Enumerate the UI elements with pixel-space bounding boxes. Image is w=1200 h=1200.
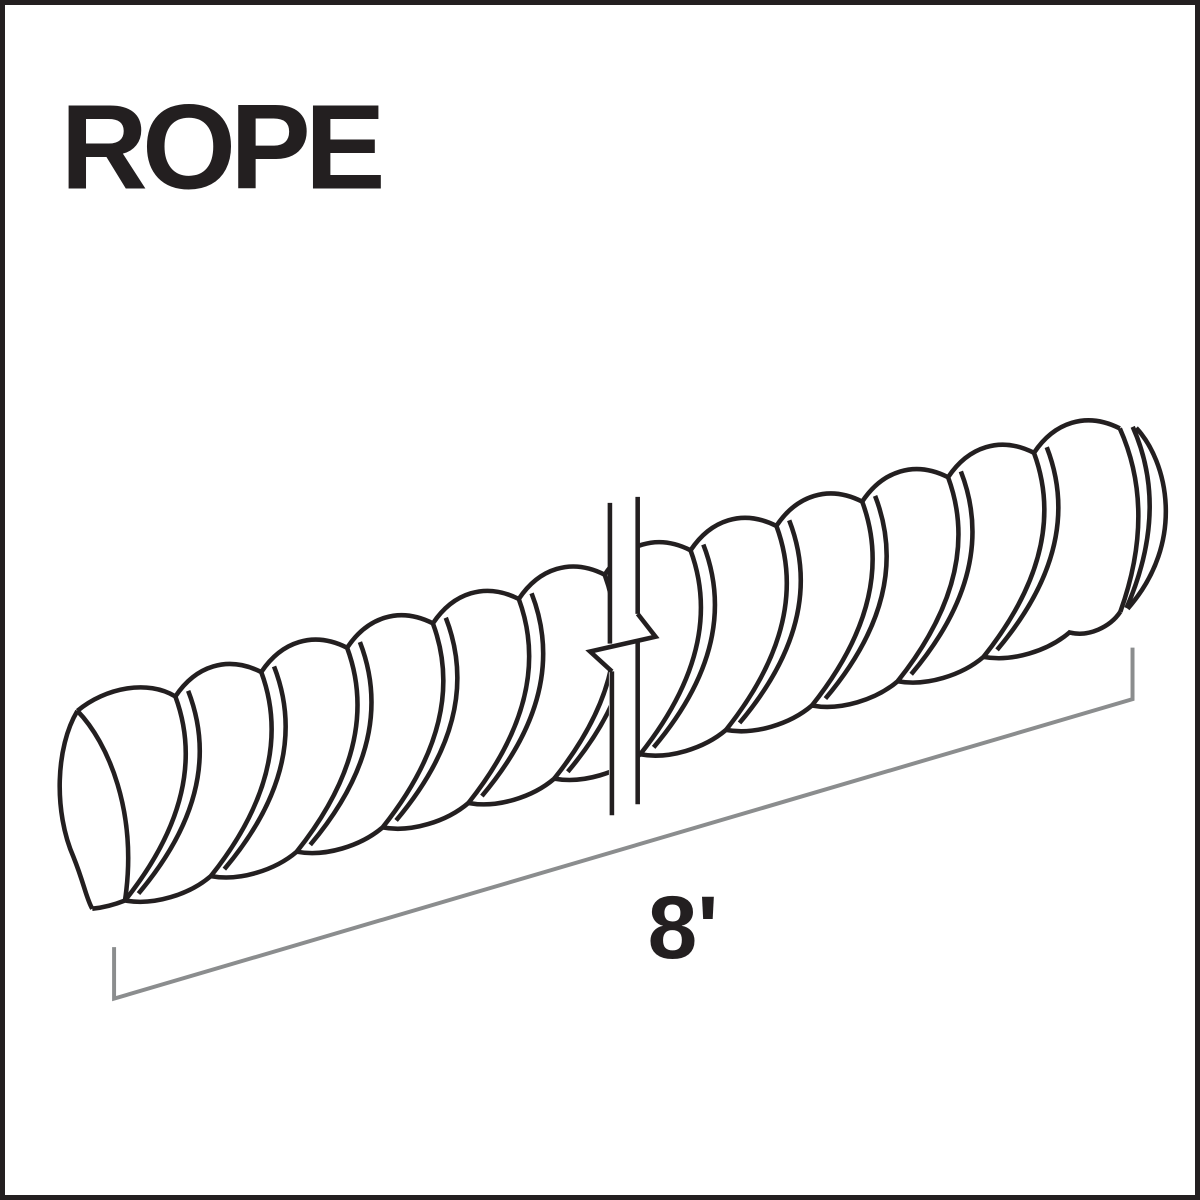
dimension-line — [112, 647, 1135, 1002]
break-symbol — [585, 496, 660, 816]
dimension-label: 8' — [648, 877, 719, 977]
break-bolt-zigzag — [585, 612, 660, 674]
rope-figure-svg: ROPE 8' — [5, 78, 1195, 1002]
rope-left-of-break — [60, 420, 1166, 908]
figure-title: ROPE — [61, 78, 381, 214]
